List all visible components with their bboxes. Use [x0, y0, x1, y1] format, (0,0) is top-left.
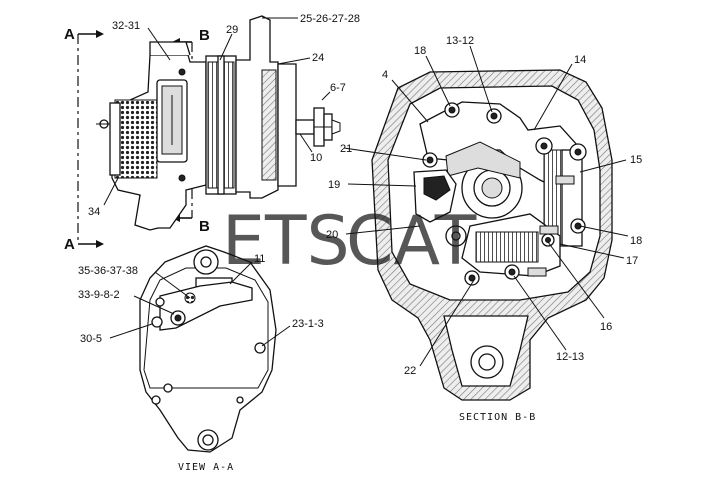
callout-18-lower: 18: [630, 235, 642, 247]
view-aa-housing: [139, 245, 277, 453]
section-mark-a-bottom: A: [64, 236, 75, 253]
section-line-a: [77, 30, 104, 248]
callout-20: 20: [326, 229, 338, 241]
callout-17: 17: [626, 255, 638, 267]
callout-25-26-27-28: 25-26-27-28: [300, 13, 360, 25]
etscat-watermark: ETS CAT: [222, 202, 477, 281]
callout-21: 21: [340, 143, 352, 155]
callout-33-9-8-2: 33-9-8-2: [78, 289, 120, 301]
callout-6-7: 6-7: [330, 82, 346, 94]
view-aa-title: VIEW A-A: [178, 462, 234, 473]
callout-4: 4: [382, 69, 388, 81]
callout-10: 10: [310, 152, 322, 164]
section-mark-b-bottom: B: [199, 218, 210, 235]
section-mark-b-top: B: [199, 27, 210, 44]
callout-24: 24: [312, 52, 324, 64]
callout-16: 16: [600, 321, 612, 333]
watermark-cat: CAT: [346, 202, 477, 281]
callout-18-upper: 18: [414, 45, 426, 57]
callout-12-13: 12-13: [556, 351, 584, 363]
callout-35-36-37-38: 35-36-37-38: [78, 265, 138, 277]
callout-30-5: 30-5: [80, 333, 102, 345]
callout-19: 19: [328, 179, 340, 191]
alternator-side-view: [96, 15, 341, 231]
callout-23-1-3: 23-1-3: [292, 318, 324, 330]
section-bb-housing: [371, 69, 613, 401]
section-bb-title: SECTION B-B: [459, 412, 536, 423]
side-view-leaders: [103, 17, 331, 206]
callout-11: 11: [254, 253, 265, 265]
callout-22: 22: [404, 365, 416, 377]
callout-15: 15: [630, 154, 642, 166]
view-aa-leaders: [109, 261, 291, 347]
callout-29: 29: [226, 24, 238, 36]
callout-32-31: 32-31: [112, 20, 140, 32]
section-mark-a-top: A: [64, 26, 75, 43]
watermark-ets: ETS: [222, 202, 350, 281]
callout-34: 34: [88, 206, 100, 218]
section-bb-leaders: [343, 45, 629, 367]
callout-14: 14: [574, 54, 586, 66]
callout-13-12: 13-12: [446, 35, 474, 47]
